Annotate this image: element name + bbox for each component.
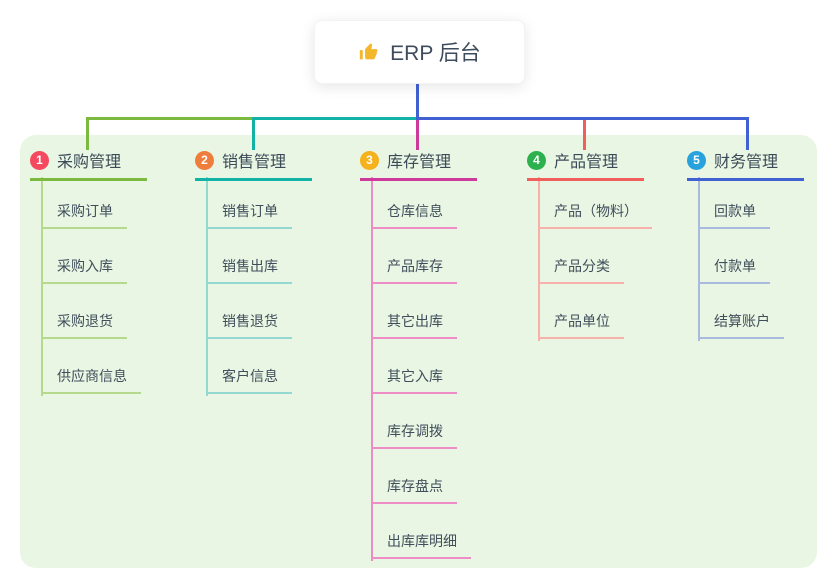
child-node-出库库明细[interactable]: 出库库明细	[371, 531, 471, 559]
branch-label: 产品管理	[554, 154, 619, 171]
horizontal-line-branch-5	[416, 117, 749, 120]
child-node-库存调拨[interactable]: 库存调拨	[371, 421, 457, 449]
child-trunk-line-2	[206, 177, 208, 396]
branch-node-采购管理[interactable]: 1 采购管理	[30, 146, 147, 181]
root-node-erp[interactable]: ERP 后台	[314, 20, 525, 84]
branch-node-产品管理[interactable]: 4 产品管理	[527, 146, 644, 181]
child-node-其它入库[interactable]: 其它入库	[371, 366, 457, 394]
branch-node-财务管理[interactable]: 5 财务管理	[687, 146, 804, 181]
child-trunk-line-1	[41, 177, 43, 396]
child-trunk-line-4	[538, 177, 540, 341]
branch-label: 采购管理	[57, 154, 122, 171]
branch-badge-1: 1	[30, 150, 49, 170]
child-node-销售退货[interactable]: 销售退货	[206, 311, 292, 339]
root-node-label: ERP 后台	[390, 42, 481, 65]
horizontal-line-branch-2	[252, 117, 418, 120]
child-node-产品（物料）[interactable]: 产品（物料）	[538, 201, 652, 229]
child-node-付款单[interactable]: 付款单	[698, 256, 770, 284]
branch-node-库存管理[interactable]: 3 库存管理	[360, 146, 477, 181]
child-node-库存盘点[interactable]: 库存盘点	[371, 476, 457, 504]
child-node-其它出库[interactable]: 其它出库	[371, 311, 457, 339]
branch-badge-5: 5	[687, 150, 706, 170]
root-stem-line	[416, 82, 419, 120]
branch-label: 销售管理	[222, 154, 287, 171]
child-node-结算账户[interactable]: 结算账户	[698, 311, 784, 339]
branch-node-销售管理[interactable]: 2 销售管理	[195, 146, 312, 181]
branch-label: 财务管理	[714, 154, 779, 171]
child-node-回款单[interactable]: 回款单	[698, 201, 770, 229]
mindmap-panel	[20, 135, 817, 568]
branch-badge-3: 3	[360, 150, 379, 170]
child-node-客户信息[interactable]: 客户信息	[206, 366, 292, 394]
child-node-产品单位[interactable]: 产品单位	[538, 311, 624, 339]
horizontal-line-branch-1	[86, 117, 254, 120]
child-node-销售订单[interactable]: 销售订单	[206, 201, 292, 229]
branch-badge-4: 4	[527, 150, 546, 170]
child-trunk-line-5	[698, 177, 700, 341]
child-node-供应商信息[interactable]: 供应商信息	[41, 366, 141, 394]
thumbs-up-icon	[358, 41, 380, 63]
child-node-采购入库[interactable]: 采购入库	[41, 256, 127, 284]
branch-drop-line-5	[746, 117, 749, 150]
branch-badge-2: 2	[195, 150, 214, 170]
branch-label: 库存管理	[387, 154, 452, 171]
child-node-产品库存[interactable]: 产品库存	[371, 256, 457, 284]
branch-drop-line-3	[416, 117, 419, 150]
child-trunk-line-3	[371, 177, 373, 561]
child-node-仓库信息[interactable]: 仓库信息	[371, 201, 457, 229]
child-node-采购订单[interactable]: 采购订单	[41, 201, 127, 229]
branch-drop-line-1	[86, 117, 89, 150]
child-node-产品分类[interactable]: 产品分类	[538, 256, 624, 284]
child-node-销售出库[interactable]: 销售出库	[206, 256, 292, 284]
branch-drop-line-2	[252, 117, 255, 150]
child-node-采购退货[interactable]: 采购退货	[41, 311, 127, 339]
branch-drop-line-4	[583, 117, 586, 150]
